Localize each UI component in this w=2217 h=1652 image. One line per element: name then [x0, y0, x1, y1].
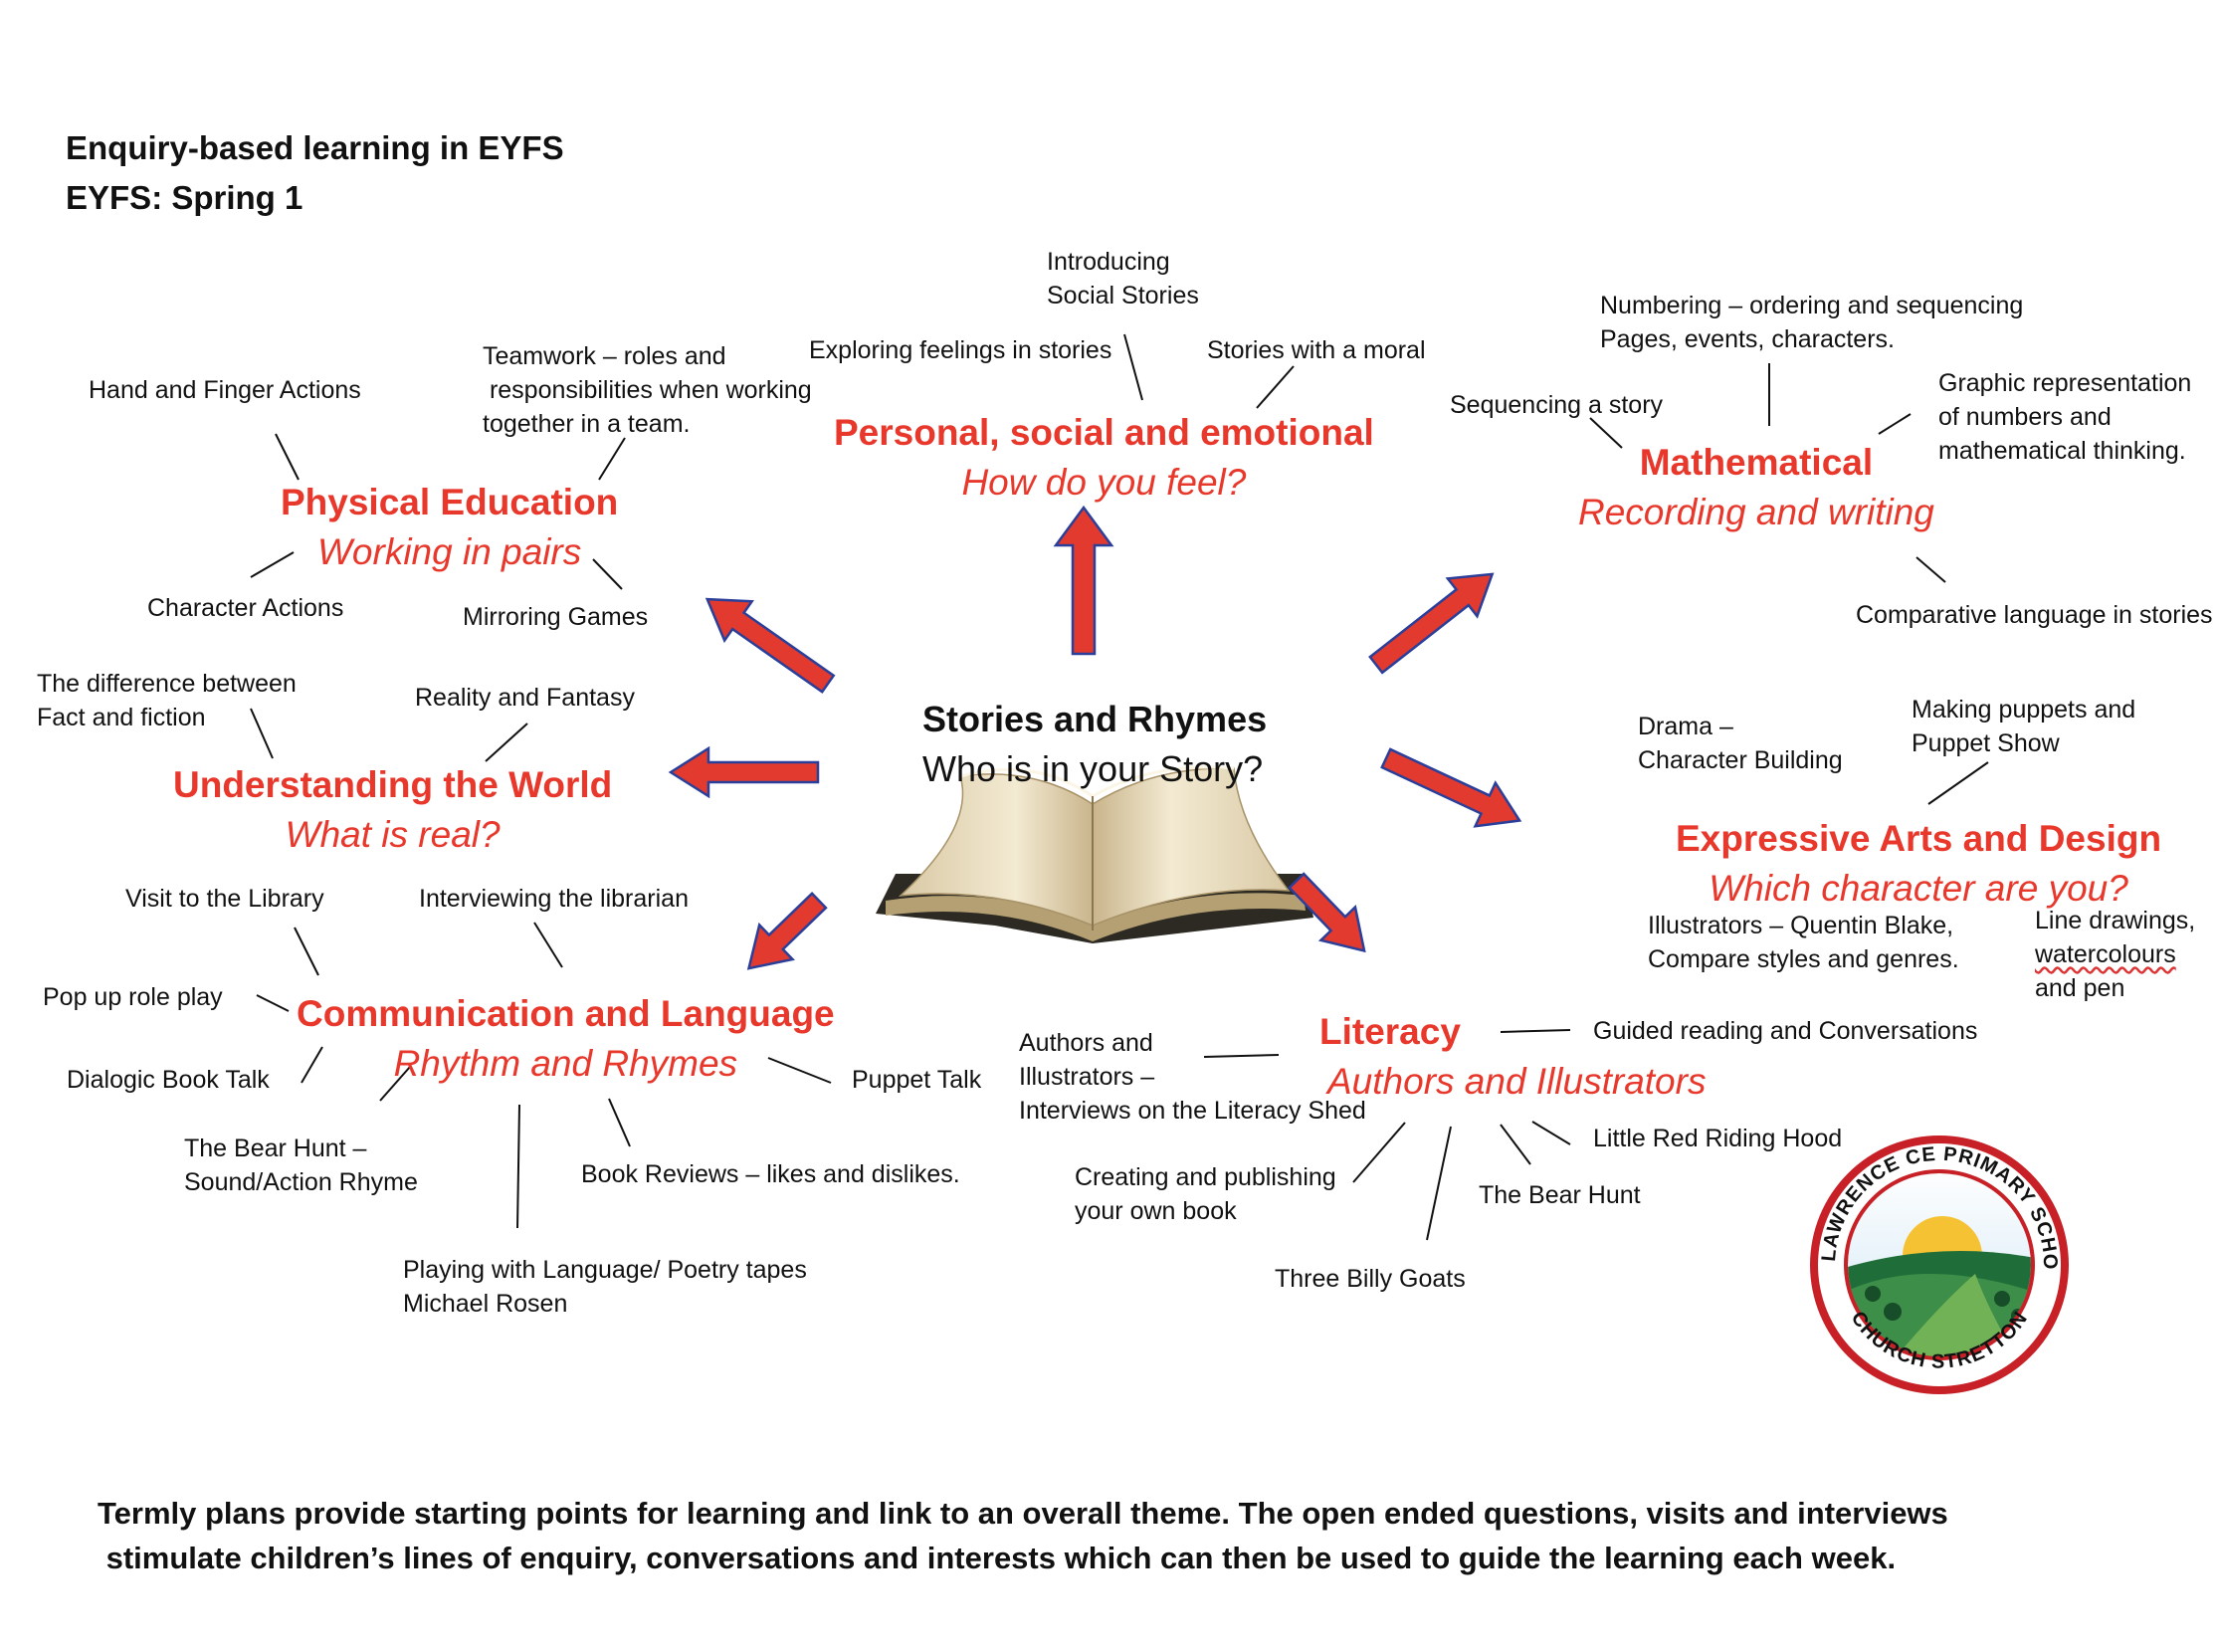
open-book-image [876, 765, 1313, 943]
note-fact-fiction: The difference between Fact and fiction [37, 670, 297, 731]
note-teamwork: Teamwork – roles and responsibilities wh… [483, 342, 812, 438]
note-line-drawings: Line drawings, [2035, 907, 2196, 934]
note-numbering: Numbering – ordering and sequencing Page… [1600, 292, 2024, 353]
note-puppets: Making puppets and Puppet Show [1912, 696, 2136, 757]
note-exploring-feelings: Exploring feelings in stories [809, 336, 1112, 364]
note-drama: Drama – Character Building [1638, 713, 1843, 774]
note-visit-library: Visit to the Library [125, 885, 324, 913]
connector-lines [250, 333, 1989, 1241]
note-illustrators-quentin-blake: Illustrators – Quentin Blake, Compare st… [1648, 912, 1959, 973]
header-title: Enquiry-based learning in EYFS [66, 129, 564, 166]
note-character-actions: Character Actions [147, 594, 344, 622]
note-pop-up-role-play: Pop up role play [43, 983, 223, 1011]
note-authors-illustrators: Authors and Illustrators – Interviews on… [1019, 1029, 1366, 1125]
note-mirroring-games: Mirroring Games [463, 603, 649, 631]
note-playing-with-language: Playing with Language/ Poetry tapes Mich… [403, 1256, 807, 1318]
note-guided-reading: Guided reading and Conversations [1593, 1017, 1978, 1045]
note-book-reviews: Book Reviews – likes and dislikes. [581, 1160, 960, 1188]
arrow-to-literacy [1288, 872, 1366, 953]
area-literacy-title: Literacy [1319, 1011, 1461, 1052]
note-little-red-riding-hood: Little Red Riding Hood [1593, 1125, 1843, 1152]
note-puppet-talk: Puppet Talk [852, 1066, 982, 1094]
note-hand-finger-actions: Hand and Finger Actions [89, 376, 361, 404]
footer-text: Termly plans provide starting points for… [98, 1496, 1948, 1575]
area-pse-title: Personal, social and emotional [834, 412, 1374, 453]
area-ead-title: Expressive Arts and Design [1676, 818, 2162, 859]
center-title: Stories and Rhymes [922, 699, 1268, 739]
area-utw-title: Understanding the World [173, 764, 613, 805]
area-math-title: Mathematical [1639, 442, 1874, 483]
center-question: Who is in your Story? [922, 748, 1264, 789]
arrow-to-cl [746, 892, 828, 970]
note-sequencing-story: Sequencing a story [1450, 391, 1664, 419]
red-arrows [668, 505, 1522, 970]
area-pse-question: How do you feel? [961, 462, 1247, 503]
area-cl-title: Communication and Language [297, 993, 835, 1034]
area-literacy-question: Authors and Illustrators [1327, 1061, 1707, 1102]
arrow-to-pe [705, 597, 836, 694]
note-watercolours: watercolours [2035, 940, 2176, 968]
area-pe: Physical Education Working in pairs [281, 478, 618, 577]
area-cl: Communication and Language Rhythm and Rh… [297, 989, 835, 1089]
area-pse: Personal, social and emotional How do yo… [834, 408, 1374, 508]
note-and-pen: and pen [2035, 974, 2125, 1002]
area-ead: Expressive Arts and Design Which charact… [1676, 814, 2161, 914]
arrow-to-utw [668, 745, 820, 799]
note-three-billy-goats: Three Billy Goats [1275, 1265, 1466, 1293]
note-creating-publishing-book: Creating and publishing your own book [1075, 1163, 1336, 1225]
area-math-question: Recording and writing [1578, 492, 1934, 532]
note-stories-with-moral: Stories with a moral [1207, 336, 1426, 364]
area-utw: Understanding the World What is real? [173, 760, 612, 860]
arrow-to-pse [1053, 505, 1114, 656]
arrow-to-math [1368, 572, 1495, 675]
area-utw-question: What is real? [285, 814, 501, 855]
arrow-to-ead [1380, 747, 1522, 828]
area-pe-title: Physical Education [281, 482, 619, 522]
area-ead-question: Which character are you? [1709, 868, 2128, 909]
header-subtitle: EYFS: Spring 1 [66, 179, 303, 216]
note-interviewing-librarian: Interviewing the librarian [419, 885, 689, 913]
note-the-bear-hunt: The Bear Hunt [1479, 1181, 1641, 1209]
note-dialogic-book-talk: Dialogic Book Talk [67, 1066, 270, 1094]
area-cl-question: Rhythm and Rhymes [393, 1043, 738, 1084]
note-graphic-representation: Graphic representation of numbers and ma… [1938, 369, 2192, 465]
area-literacy: Literacy Authors and Illustrators [1319, 1007, 1706, 1107]
note-introducing-social-stories: Introducing Social Stories [1047, 248, 1199, 310]
note-comparative-language: Comparative language in stories [1856, 601, 2213, 629]
area-math: Mathematical Recording and writing [1578, 438, 1934, 537]
note-bear-hunt-rhyme: The Bear Hunt – Sound/Action Rhyme [184, 1135, 418, 1196]
note-reality-fantasy: Reality and Fantasy [415, 684, 635, 712]
area-pe-question: Working in pairs [317, 531, 582, 572]
